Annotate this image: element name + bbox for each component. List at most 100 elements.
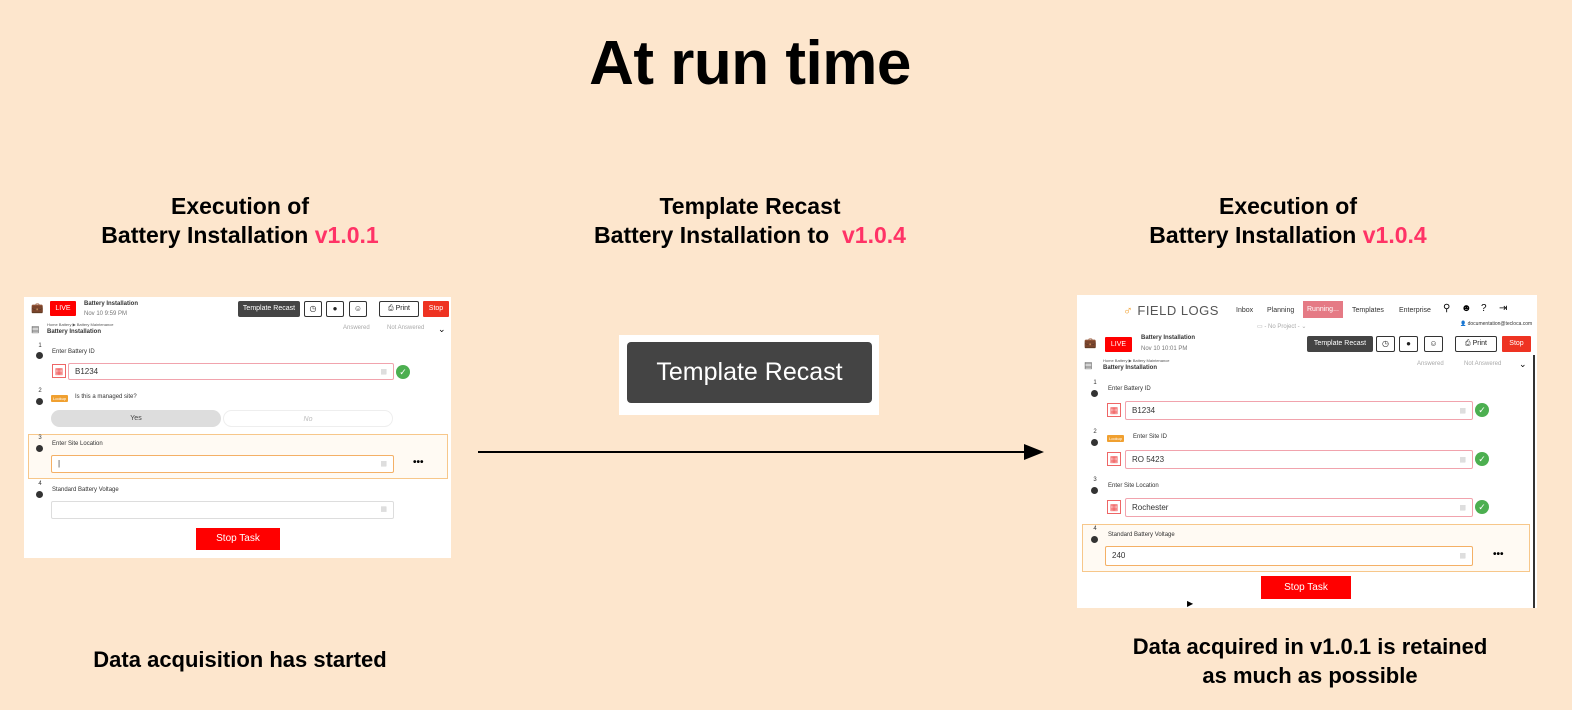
no-barcode-icon[interactable]: ▦: [1107, 403, 1121, 417]
logo-text: FIELD LOGS: [1137, 303, 1219, 318]
left-version: v1.0.1: [314, 222, 379, 248]
battery-id-input[interactable]: B1234▦: [1125, 401, 1473, 420]
breadcrumb[interactable]: Home Battery ▶ Battery Maintenance: [1103, 358, 1170, 363]
site-id-input[interactable]: RO 5423▦: [1125, 450, 1473, 469]
right-caption-line2: as much as possible: [1202, 663, 1418, 688]
step-label: Is this a managed site?: [75, 394, 137, 400]
right-heading-name: Battery Installation: [1149, 222, 1363, 248]
step-label: Standard Battery Voltage: [52, 487, 119, 493]
right-version: v1.0.4: [1362, 222, 1427, 248]
field-logs-logo: ♂ FIELD LOGS: [1123, 303, 1219, 318]
check-icon: ✓: [396, 365, 410, 379]
template-recast-button[interactable]: Template Recast: [238, 301, 300, 317]
step-dot-icon: [1091, 487, 1098, 494]
scrollbar[interactable]: [1533, 355, 1535, 608]
battery-voltage-input[interactable]: ▦: [51, 501, 394, 519]
assign-user-icon[interactable]: ☺: [1424, 336, 1443, 352]
page-title: At run time: [589, 29, 911, 98]
yes-option[interactable]: Yes: [51, 410, 221, 427]
step-dot-icon: [36, 491, 43, 498]
right-caption: Data acquired in v1.0.1 is retained as m…: [1060, 632, 1560, 690]
clock-icon[interactable]: ◷: [1376, 336, 1395, 352]
step-number: 3: [1093, 477, 1097, 483]
check-icon: ✓: [1475, 500, 1489, 514]
battery-id-value: B1234: [1132, 406, 1156, 415]
step-dot-icon: [1091, 390, 1098, 397]
nav-planning[interactable]: Planning: [1267, 307, 1295, 314]
lightbulb-icon[interactable]: ●: [326, 301, 344, 317]
chevron-down-icon[interactable]: ⌄: [1519, 359, 1527, 369]
template-recast-button[interactable]: Template Recast: [1307, 336, 1373, 352]
battery-voltage-value: 240: [1112, 551, 1126, 560]
logo-mark-icon: ♂: [1123, 303, 1134, 318]
step-label: Enter Battery ID: [1108, 386, 1151, 392]
step-label: Enter Site Location: [52, 441, 103, 447]
logout-icon[interactable]: ⇥: [1499, 303, 1508, 314]
stop-task-button[interactable]: Stop Task: [196, 528, 280, 550]
site-location-value: |: [58, 459, 61, 468]
nav-running[interactable]: Running...: [1303, 301, 1343, 318]
battery-voltage-input[interactable]: 240▦: [1105, 546, 1473, 566]
site-location-input[interactable]: |▦: [51, 455, 394, 473]
nav-inbox[interactable]: Inbox: [1236, 307, 1254, 314]
middle-heading-line1: Template Recast: [659, 193, 841, 219]
print-label: Print: [395, 305, 410, 312]
battery-id-input[interactable]: B1234 ▦: [68, 363, 394, 380]
project-selector[interactable]: ▭ - No Project - ⌄: [1257, 324, 1307, 330]
step-dot-icon: [36, 352, 43, 359]
barcode-icon: ▦: [380, 506, 387, 513]
template-recast-big-button[interactable]: Template Recast: [627, 342, 872, 403]
checklist-icon: ▤: [1084, 360, 1093, 370]
answered-filter[interactable]: Answered: [1417, 361, 1444, 367]
task-time: Nov 10 9:59 PM: [84, 311, 128, 317]
right-screenshot: ♂ FIELD LOGS Inbox Planning Running... T…: [1077, 295, 1537, 608]
print-button[interactable]: ⎙ Print: [1455, 336, 1497, 352]
step-dot-icon: [1091, 536, 1098, 543]
middle-heading: Template Recast Battery Installation to …: [540, 192, 960, 250]
nav-templates[interactable]: Templates: [1352, 307, 1384, 314]
site-location-value: Rochester: [1132, 503, 1169, 512]
not-answered-filter[interactable]: Not Answered: [1464, 361, 1502, 367]
check-icon: ✓: [1475, 403, 1489, 417]
site-location-input[interactable]: Rochester▦: [1125, 498, 1473, 517]
user-settings-icon[interactable]: ☻: [1461, 303, 1472, 314]
arrow-head: [1024, 444, 1044, 460]
clock-icon[interactable]: ◷: [304, 301, 322, 317]
stop-button[interactable]: Stop: [423, 301, 449, 317]
help-icon[interactable]: ?: [1481, 303, 1487, 314]
page-heading: Battery Installation: [47, 329, 102, 335]
battery-id-value: B1234: [75, 367, 99, 376]
assign-user-icon[interactable]: ☺: [349, 301, 367, 317]
middle-version: v1.0.4: [841, 222, 906, 248]
more-options-icon[interactable]: •••: [1493, 549, 1504, 560]
stop-button[interactable]: Stop: [1502, 336, 1531, 352]
no-barcode-icon[interactable]: ▦: [52, 364, 66, 378]
right-heading: Execution of Battery Installation v1.0.4: [1088, 192, 1488, 250]
step-number: 1: [38, 343, 42, 349]
lightbulb-icon[interactable]: ●: [1399, 336, 1418, 352]
step-number: 2: [1093, 429, 1097, 435]
not-answered-filter[interactable]: Not Answered: [387, 325, 425, 331]
right-heading-line1: Execution of: [1218, 193, 1357, 219]
step-number: 3: [38, 435, 42, 441]
no-barcode-icon[interactable]: ▦: [1107, 500, 1121, 514]
barcode-icon: ▦: [380, 368, 387, 375]
answered-filter[interactable]: Answered: [343, 325, 370, 331]
step-number: 4: [1093, 526, 1097, 532]
barcode-icon: ▦: [380, 460, 387, 468]
no-barcode-icon[interactable]: ▦: [1107, 452, 1121, 466]
step-dot-icon: [36, 445, 43, 452]
print-button[interactable]: ⎙ Print: [379, 301, 419, 317]
stop-task-button[interactable]: Stop Task: [1261, 576, 1351, 599]
barcode-icon: ▦: [1459, 456, 1466, 463]
chevron-down-icon[interactable]: ⌄: [438, 324, 446, 334]
no-option[interactable]: No: [223, 410, 393, 427]
lookup-tag: Lookup: [1107, 435, 1125, 442]
more-options-icon[interactable]: •••: [413, 457, 424, 468]
middle-heading-name: Battery Installation to: [594, 222, 836, 248]
print-label: Print: [1472, 340, 1487, 347]
right-caption-line1: Data acquired in v1.0.1 is retained: [1132, 634, 1488, 659]
search-icon[interactable]: ⚲: [1443, 303, 1451, 314]
breadcrumb[interactable]: Home Battery ▶ Battery Maintenance: [47, 322, 114, 327]
nav-enterprise[interactable]: Enterprise: [1399, 307, 1431, 314]
